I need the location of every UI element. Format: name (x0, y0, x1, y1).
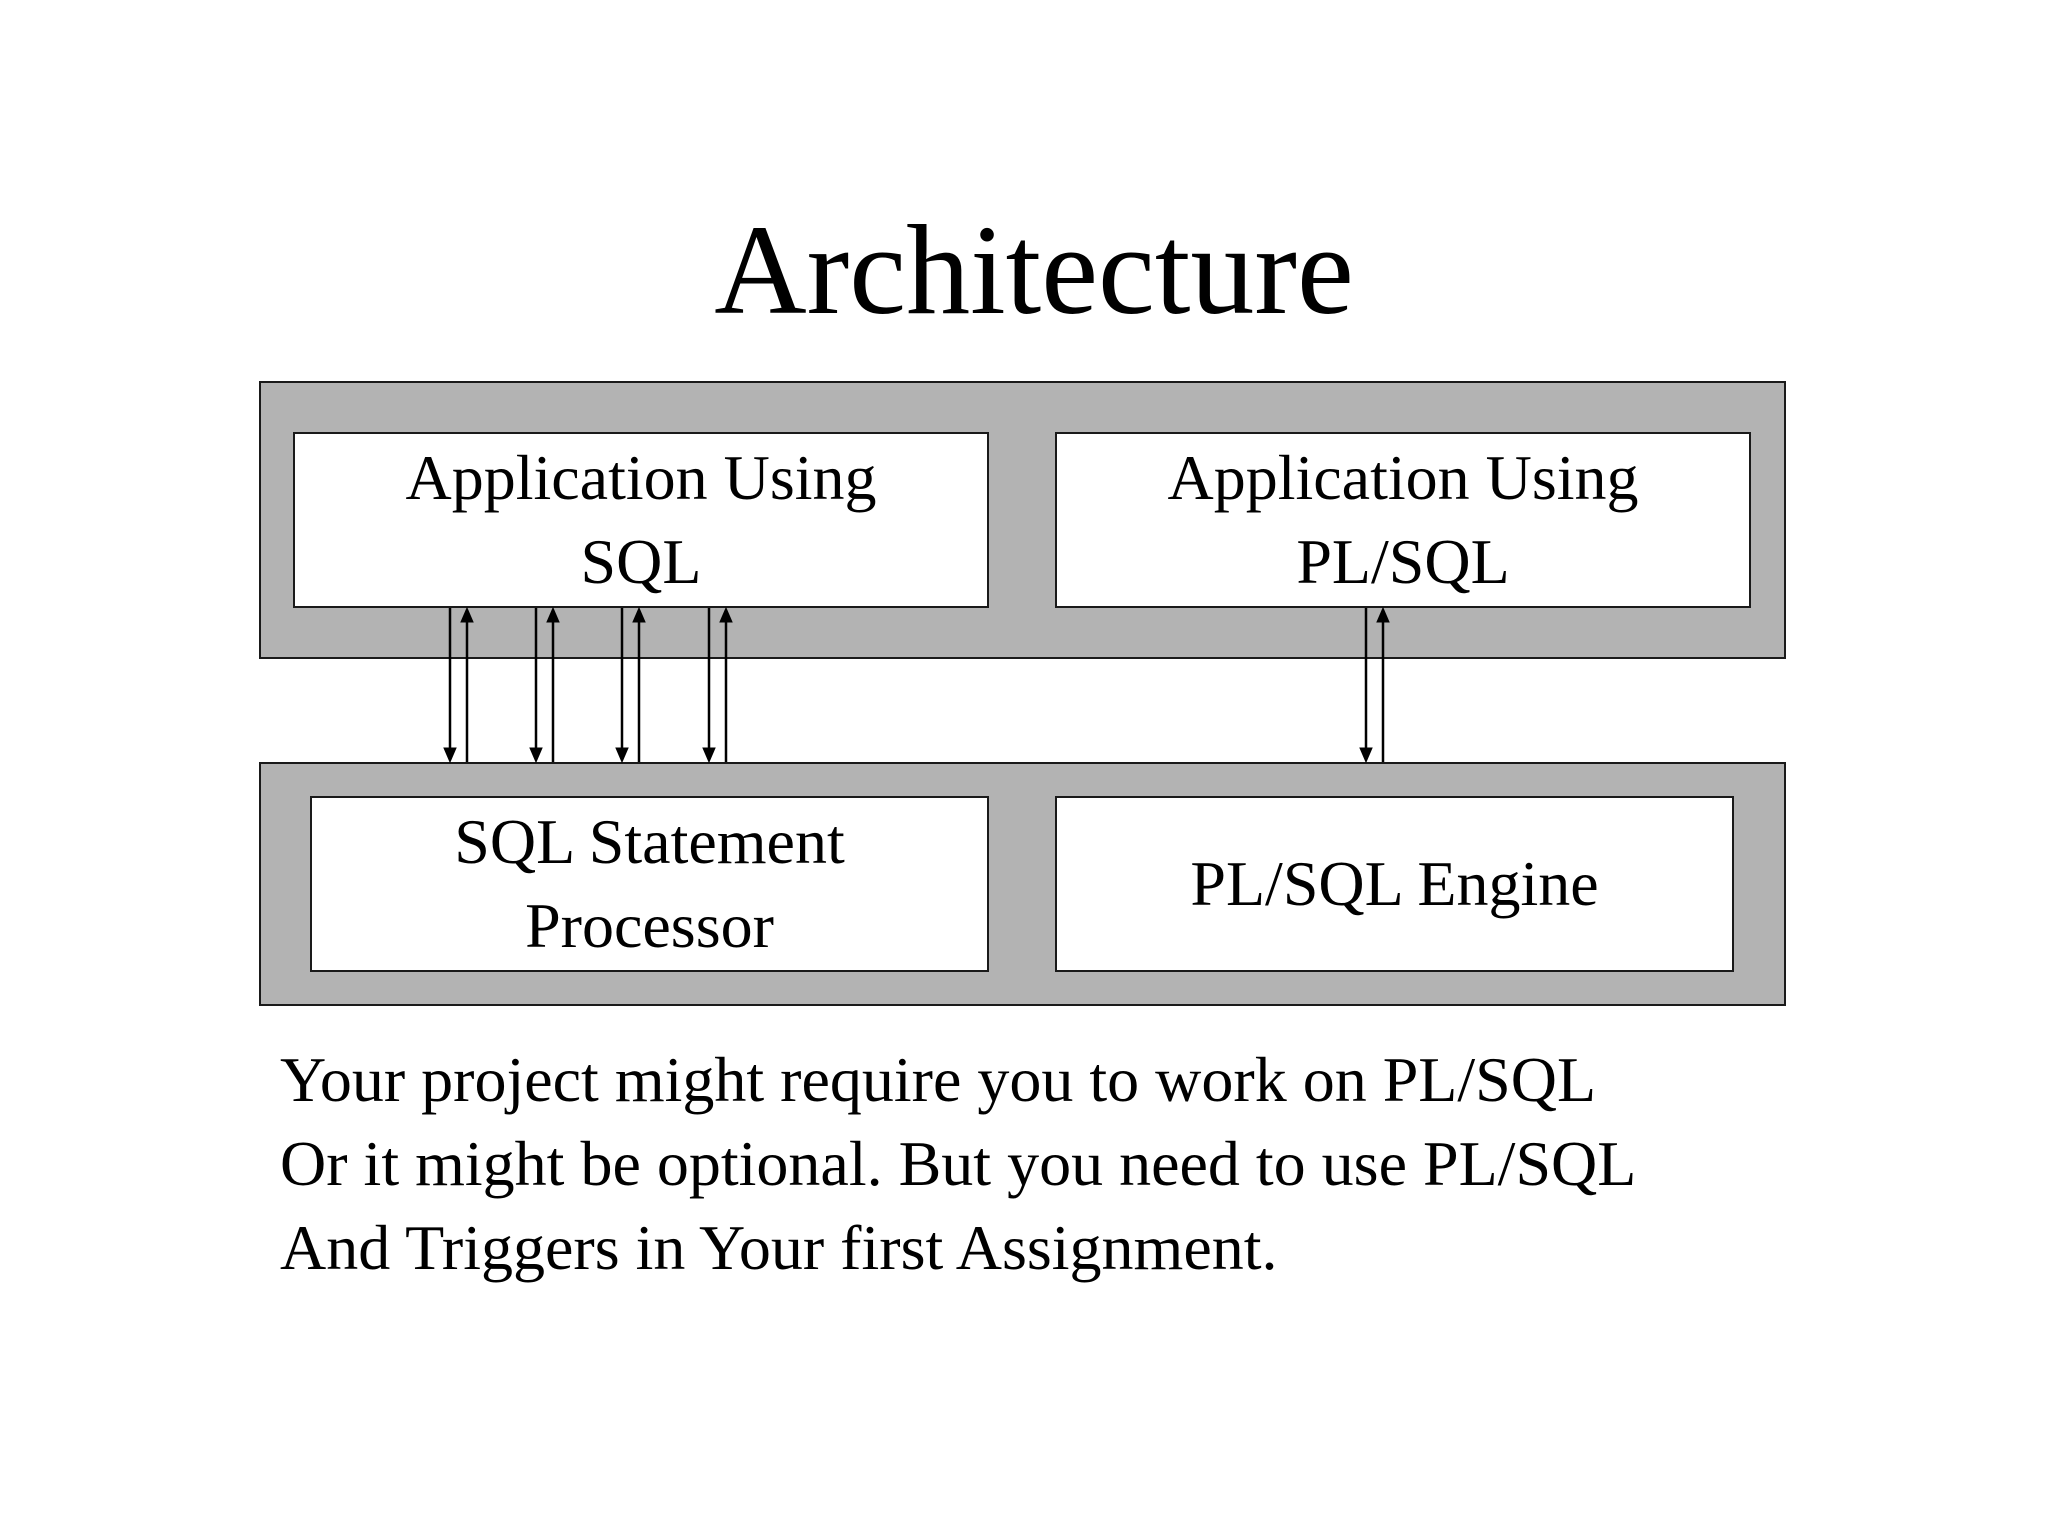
application-using-sql-box: Application Using SQL (293, 432, 989, 608)
down-arrow-head-1 (443, 747, 457, 764)
application-using-plsql-line1: Application Using (1167, 442, 1639, 513)
note-line-1: Your project might require you to work o… (280, 1044, 1597, 1115)
note-line-2: Or it might be optional. But you need to… (280, 1128, 1637, 1199)
down-arrow-head-3 (615, 747, 629, 764)
down-arrow-head-5 (1359, 747, 1373, 764)
application-using-plsql-box: Application Using PL/SQL (1055, 432, 1751, 608)
application-using-sql-line2: SQL (580, 526, 702, 597)
application-using-plsql-line2: PL/SQL (1296, 526, 1510, 597)
down-arrow-head-2 (529, 747, 543, 764)
assignment-note: Your project might require you to work o… (280, 1038, 2000, 1290)
plsql-engine-box: PL/SQL Engine (1055, 796, 1734, 972)
note-line-3: And Triggers in Your first Assignment. (280, 1212, 1278, 1283)
sql-statement-processor-line2: Processor (525, 890, 774, 961)
down-arrow-head-4 (702, 747, 716, 764)
application-using-sql-line1: Application Using (405, 442, 877, 513)
sql-statement-processor-box: SQL Statement Processor (310, 796, 989, 972)
sql-statement-processor-line1: SQL Statement (454, 806, 845, 877)
slide-title: Architecture (714, 199, 1354, 341)
plsql-engine-label: PL/SQL Engine (1190, 848, 1599, 919)
